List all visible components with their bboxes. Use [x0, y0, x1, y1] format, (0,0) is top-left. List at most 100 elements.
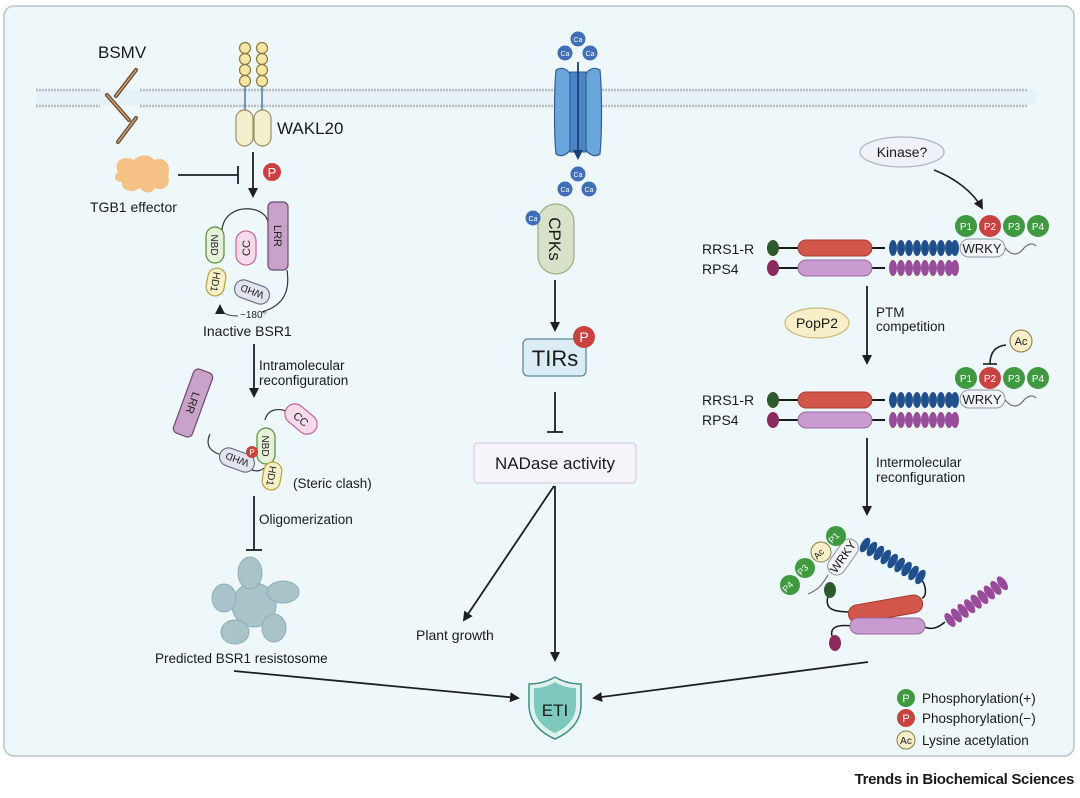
- tirs-node: TIRs P: [522, 326, 595, 377]
- svg-text:P3: P3: [1008, 222, 1021, 233]
- svg-text:CC: CC: [241, 240, 253, 256]
- nadase-to-growth-arrow: [462, 485, 555, 622]
- acetyl-inhibition: Ac: [983, 329, 1033, 365]
- svg-text:NBD: NBD: [259, 435, 270, 456]
- intramolecular-label-line2: reconfiguration: [259, 373, 348, 388]
- site-p3: P3: [1003, 367, 1025, 389]
- svg-text:P2: P2: [984, 222, 997, 233]
- rrs1-rps4-complex-1: RRS1-R RPS4 WRKY P1 P2 P3 P4: [702, 215, 1049, 277]
- calcium-channel-icon: [553, 62, 603, 160]
- steric-clash-label: (Steric clash): [293, 476, 372, 491]
- cpks-label: CPKs: [545, 217, 564, 260]
- tirs-phospho-badge: P: [573, 326, 595, 348]
- rrs1-to-eti-arrow: [592, 661, 869, 702]
- wakl20-label: WAKL20: [277, 119, 343, 138]
- kinase-label: Kinase?: [877, 144, 928, 160]
- svg-text:Ca: Ca: [574, 172, 583, 179]
- eti-shield-icon: ETI: [528, 676, 582, 740]
- calcium-ions-bottom: Ca Ca Ca: [557, 166, 597, 197]
- intramolecular-label-line1: Intramolecular: [259, 358, 345, 373]
- svg-text:Lysine acetylation: Lysine acetylation: [922, 733, 1029, 748]
- svg-text:P1: P1: [960, 374, 973, 385]
- site-p4: P4: [1027, 367, 1049, 389]
- tirs-label: TIRs: [532, 346, 578, 371]
- tgb1-effector-icon: [114, 155, 170, 193]
- svg-text:P: P: [579, 329, 588, 345]
- cell-membrane: [36, 88, 1036, 108]
- site-p2: P2: [979, 215, 1001, 237]
- svg-text:Ac: Ac: [1015, 336, 1028, 348]
- nadase-node: NADase activity: [473, 442, 637, 484]
- nadase-label: NADase activity: [495, 454, 615, 473]
- rotation-arrow-icon: [215, 304, 239, 317]
- svg-text:P1: P1: [960, 222, 973, 233]
- domain-lrr: LRR: [172, 368, 214, 438]
- domain-nbd: NBD: [256, 427, 276, 465]
- wakl20-phospho-badge: P: [263, 163, 281, 181]
- wrky-label: WRKY: [963, 241, 1002, 256]
- wakl20-receptor-icon: [235, 41, 272, 147]
- cpk-calcium-icon: Ca: [525, 210, 541, 226]
- svg-text:P2: P2: [984, 374, 997, 385]
- resistosome-label: Predicted BSR1 resistosome: [155, 651, 328, 666]
- svg-text:Ca: Ca: [574, 37, 583, 44]
- domain-hd1: HD1: [205, 267, 227, 297]
- legend-item-acetylation: Ac Lysine acetylation: [896, 730, 1029, 750]
- final-site-p1: P1: [826, 526, 846, 546]
- rrs1-label: RRS1-R: [702, 241, 754, 257]
- svg-text:Ca: Ca: [561, 187, 570, 194]
- plant-growth-label: Plant growth: [416, 627, 494, 643]
- tgb1-effector-label: TGB1 effector: [90, 199, 177, 215]
- eti-label: ETI: [542, 701, 568, 720]
- rps4-label: RPS4: [702, 412, 739, 428]
- svg-text:P4: P4: [1032, 222, 1045, 233]
- inactive-bsr1-label: Inactive BSR1: [203, 323, 292, 339]
- inactive-bsr1: NBD CC LRR HD1 WHD ~180°: [205, 201, 289, 321]
- resistosome-icon: [211, 556, 300, 645]
- ptm-label-line1: PTM: [876, 305, 905, 320]
- journal-footer: Trends in Biochemical Sciences: [855, 771, 1074, 788]
- site-p3: P3: [1003, 215, 1025, 237]
- rrs1-label: RRS1-R: [702, 392, 754, 408]
- legend: P Phosphorylation(+) P Phosphorylation(−…: [896, 689, 1036, 750]
- rrs1-rps4-reconfigured: WRKY P4 P3 Ac P1: [780, 526, 1009, 651]
- bsmv-virus-highlight-icon: [106, 69, 137, 143]
- legend-item-phospho-minus: P Phosphorylation(−): [897, 709, 1036, 727]
- resistosome-to-eti-arrow: [233, 670, 520, 703]
- svg-text:P3: P3: [1008, 374, 1021, 385]
- cpks-node: CPKs Ca: [525, 203, 575, 275]
- oligomerization-arrow: [246, 496, 262, 551]
- popp2-node: PopP2: [784, 307, 850, 339]
- popp2-label: PopP2: [796, 315, 838, 331]
- site-p2: P2: [979, 367, 1001, 389]
- panel-background: [3, 5, 1075, 757]
- final-site-p3: P3: [795, 558, 815, 578]
- intermolecular-label-line1: Intermolecular: [876, 455, 962, 470]
- kinase-to-p2-arrow: [933, 169, 983, 210]
- wrky-label: WRKY: [963, 392, 1002, 407]
- svg-text:P4: P4: [1032, 374, 1045, 385]
- domain-lrr: LRR: [267, 201, 289, 271]
- rotation-label: ~180°: [240, 310, 267, 321]
- svg-text:LRR: LRR: [271, 225, 283, 247]
- svg-text:P: P: [249, 448, 254, 457]
- domain-whd: WHD: [218, 447, 256, 473]
- bsmv-label: BSMV: [98, 43, 147, 62]
- rrs1-rps4-complex-2: RRS1-R RPS4 WRKY P1 P2 P3 P4 Ac: [702, 329, 1049, 429]
- domain-cc: CC: [235, 230, 257, 266]
- final-site-ac: Ac: [810, 541, 832, 563]
- kinase-node: Kinase?: [859, 136, 945, 168]
- svg-text:Ac: Ac: [900, 736, 912, 747]
- domain-cc: CC: [284, 403, 318, 435]
- legend-item-phospho-plus: P Phosphorylation(+): [897, 689, 1036, 707]
- svg-text:NBD: NBD: [208, 234, 219, 255]
- oligomerization-label: Oligomerization: [259, 512, 353, 527]
- rps4-label: RPS4: [702, 261, 739, 277]
- tirs-inhibits-nadase: [547, 392, 563, 433]
- svg-text:Phosphorylation(+): Phosphorylation(+): [922, 691, 1036, 706]
- domain-whd: WHD: [233, 279, 271, 305]
- site-p4: P4: [1027, 215, 1049, 237]
- svg-text:Phosphorylation(−): Phosphorylation(−): [922, 711, 1036, 726]
